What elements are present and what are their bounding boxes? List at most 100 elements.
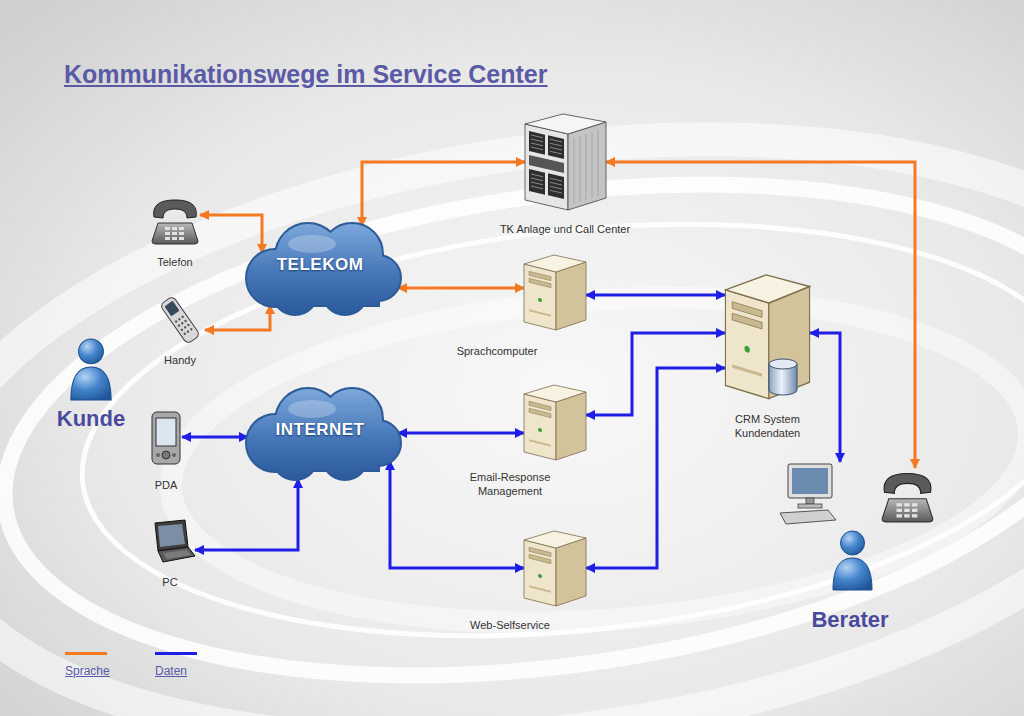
- voice-connector: [606, 162, 915, 468]
- person-icon-part: [780, 462, 940, 595]
- device-icon: PC: [145, 520, 195, 565]
- data-connector: [398, 432, 524, 435]
- node-label: Telefon: [110, 255, 240, 269]
- device-icon-part-part-part: [529, 554, 551, 563]
- person-icon-part-part-part: [833, 558, 872, 590]
- device-icon-part-part-part: [744, 345, 749, 353]
- device-icon-part-part-part: [531, 181, 543, 185]
- device-icon-part-part: [158, 547, 195, 562]
- person-icon-part-part-part: [841, 531, 865, 555]
- device-icon-part-part: [179, 227, 184, 230]
- device-icon-part-part: [163, 550, 191, 559]
- device-icon-part-part-part: [550, 190, 562, 194]
- data-connector: [586, 368, 725, 568]
- background-part-part: [160, 270, 1024, 649]
- device-icon-part-part-part: [178, 318, 181, 321]
- device-icon-part-part-part: [529, 408, 551, 417]
- device-icon-part-part: [172, 237, 177, 240]
- background-part: [0, 64, 1024, 716]
- device-icon-part-part: [172, 232, 177, 235]
- node-text: Telefon: [110, 255, 240, 269]
- data-connector: [810, 333, 840, 462]
- device-icon-part-part: [586, 134, 587, 200]
- node-text: Kundendaten: [690, 426, 845, 440]
- legend-swatch: [155, 652, 197, 655]
- device-icon-part: [155, 295, 205, 345]
- device-icon-part-part-part: [529, 131, 545, 155]
- data-connector: [195, 479, 298, 550]
- node-text: TK Anlage und Call Center: [480, 222, 650, 236]
- device-icon-part-part-part: [183, 332, 186, 335]
- device-icon-part-part-part: [732, 364, 762, 376]
- device-icon-part-part: [556, 538, 586, 606]
- node-text: Handy: [115, 353, 245, 367]
- node-label: PDA: [110, 478, 222, 492]
- device-icon-part-part: [179, 237, 184, 240]
- person-icon-part-part-part: [904, 509, 910, 512]
- person-icon-part-part: [71, 367, 111, 400]
- device-icon-part-part: [165, 232, 170, 235]
- node-text: Sprachcomputer: [390, 344, 604, 358]
- device-icon-part-part: [529, 401, 551, 446]
- device-icon-part-part-part: [160, 296, 201, 344]
- voice-connector: [200, 215, 262, 253]
- device-icon-part-part-part: [164, 301, 179, 317]
- device-icon-part-part-part: [174, 320, 177, 323]
- device-icon-part-part: [556, 392, 586, 460]
- data-connector: [182, 436, 248, 439]
- node-text: PC: [105, 575, 235, 589]
- node-label: Kunde: [26, 406, 156, 432]
- person-icon-part-part-part: [912, 503, 918, 506]
- node-label: Web-Selfservice: [400, 618, 620, 632]
- legend-entry: Daten: [155, 652, 197, 678]
- node-text: INTERNET: [240, 420, 400, 440]
- voice-connector: [398, 287, 524, 290]
- device-icon-part-part: [725, 275, 809, 303]
- device-icon-part-part-part: [531, 173, 543, 177]
- device-icon-part-part-part: [538, 427, 542, 432]
- device-icon-part-part: [580, 136, 581, 202]
- device-icon-part: [768, 358, 798, 396]
- device-icon-part-part-part: [190, 328, 193, 331]
- device-icon-part-part-part: [529, 309, 551, 316]
- device-icon-part-part: [179, 232, 184, 235]
- device-icon-part-part: [524, 385, 586, 402]
- device-icon-part-part: [156, 453, 160, 457]
- person-icon-part-part-part: [897, 514, 903, 517]
- device-icon-part-part: [769, 287, 810, 399]
- person-icon-part-part: [882, 474, 933, 522]
- device-icon-part-part: [165, 227, 170, 230]
- device-icon: Handy: [155, 295, 205, 345]
- device-icon-part-part: [529, 131, 564, 199]
- person-icon-part-part-part: [897, 509, 903, 512]
- device-icon-part-part-part: [531, 146, 543, 150]
- device-icon-part-part-part: [529, 439, 551, 446]
- device-icon-part-part-part: [184, 319, 187, 322]
- device-icon-part-part: [524, 255, 586, 272]
- device-icon-part-part-part: [531, 185, 543, 189]
- device-icon-part-part-part: [531, 177, 543, 181]
- device-icon-part-part: [556, 262, 586, 330]
- data-connector: [586, 294, 725, 297]
- device-icon-part-part: [158, 524, 185, 547]
- device-icon-part-part-part: [538, 297, 542, 302]
- network-cloud: TELEKOM: [240, 220, 400, 315]
- device-icon-part-part: [155, 520, 188, 551]
- device-icon-part: [520, 382, 590, 462]
- node-label: PC: [105, 575, 235, 589]
- device-icon-part-part: [172, 227, 177, 230]
- node-text: Berater: [760, 607, 940, 633]
- person-icon-part: [66, 338, 116, 400]
- person-icon-part-part-part: [884, 474, 931, 494]
- node-text: Web-Selfservice: [400, 618, 620, 632]
- legend-swatch: [65, 652, 107, 655]
- network-cloud-part-part: [288, 400, 336, 418]
- device-icon-part: [145, 520, 195, 565]
- device-icon-part-part: [160, 296, 201, 344]
- device-icon-part-part: [598, 130, 599, 196]
- device-icon-part-part-part: [550, 139, 562, 143]
- device-icon-part-part: [524, 540, 556, 606]
- background-part-part: [0, 64, 1024, 716]
- device-icon-part-part: [725, 290, 768, 399]
